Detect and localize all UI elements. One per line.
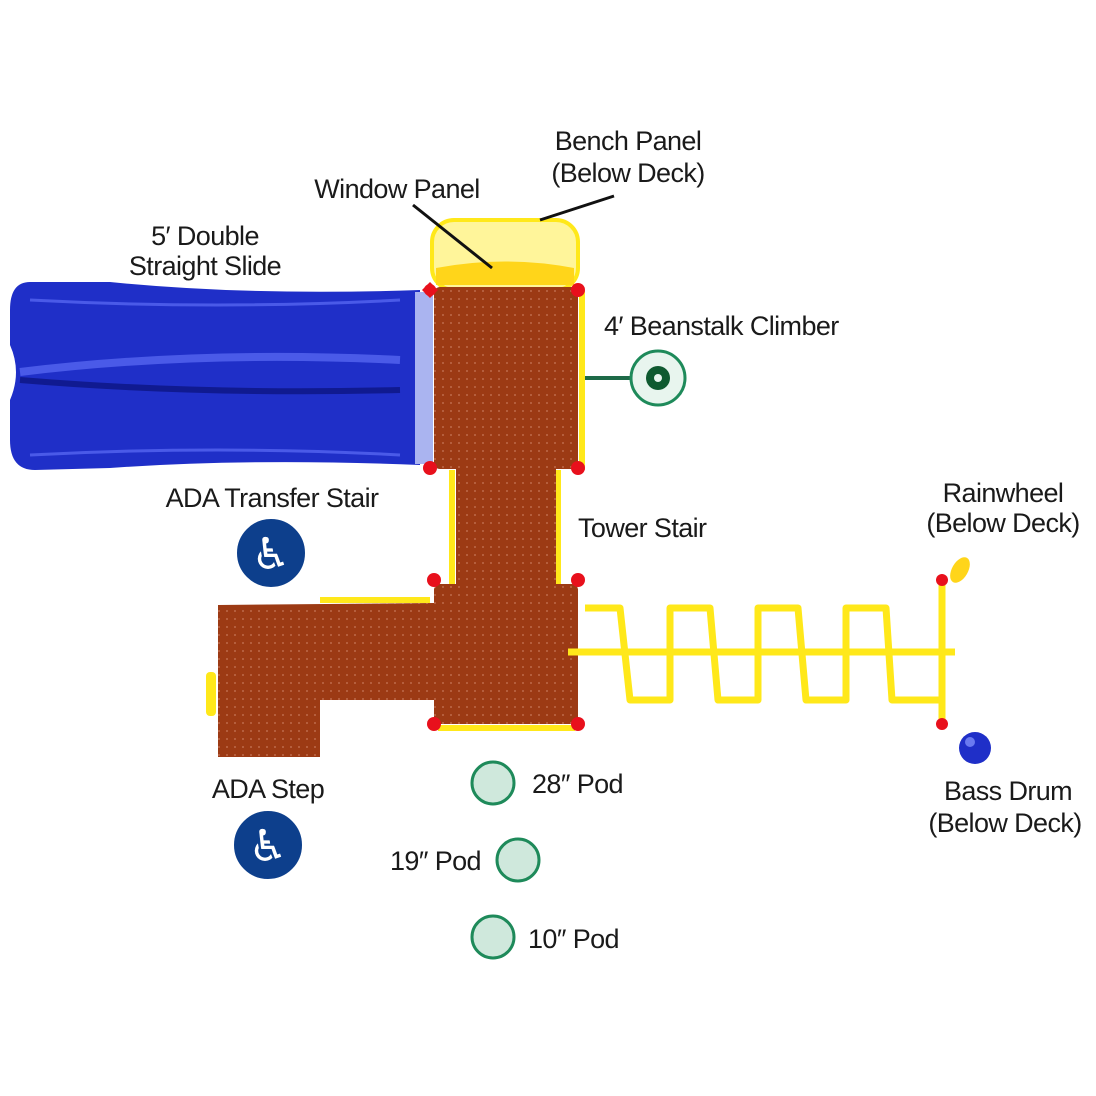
label-rainwheel: Rainwheel: [943, 478, 1064, 508]
label-slide-sub: Straight Slide: [129, 251, 281, 281]
label-slide: 5′ Double: [151, 221, 259, 251]
overhead-track: [568, 585, 955, 722]
pod-19: [495, 837, 541, 883]
pod-10: [470, 914, 516, 960]
label-window-panel: Window Panel: [314, 174, 479, 204]
label-pod-10: 10″ Pod: [528, 924, 619, 954]
leader-line: [412, 203, 493, 270]
beanstalk-climber: [585, 349, 687, 407]
upper-deck: [434, 287, 578, 469]
svg-text:♿: ♿: [251, 529, 290, 580]
bass-drum: [959, 732, 991, 764]
pod-28: [470, 760, 516, 806]
accessibility-icon: ♿: [232, 809, 304, 881]
svg-text:♿: ♿: [248, 821, 287, 872]
label-bass-drum: Bass Drum: [944, 776, 1072, 806]
rainwheel: [950, 557, 970, 583]
label-bench-panel: Bench Panel: [555, 126, 702, 156]
label-beanstalk: 4′ Beanstalk Climber: [604, 311, 839, 341]
deck-posts: [422, 282, 948, 731]
ada-transfer-deck: [218, 603, 434, 757]
label-ada-step: ADA Step: [212, 774, 324, 804]
double-straight-slide: [10, 282, 433, 470]
label-bass-drum-sub: (Below Deck): [928, 808, 1081, 838]
tower-stair-deck: [456, 468, 556, 588]
label-rainwheel-sub: (Below Deck): [926, 508, 1079, 538]
label-pod-19: 19″ Pod: [390, 846, 481, 876]
pods: [470, 760, 541, 960]
label-bench-panel-sub: (Below Deck): [551, 158, 704, 188]
lower-deck: [434, 584, 578, 724]
leader-line: [539, 194, 615, 222]
accessibility-icon: ♿: [235, 517, 307, 589]
yellow-rails: [320, 290, 585, 731]
label-tower-stair: Tower Stair: [578, 513, 707, 543]
ada-step-handle: [206, 672, 216, 716]
label-pod-28: 28″ Pod: [532, 769, 623, 799]
window-bench-panel: [430, 218, 580, 292]
label-ada-transfer-stair: ADA Transfer Stair: [166, 483, 379, 513]
